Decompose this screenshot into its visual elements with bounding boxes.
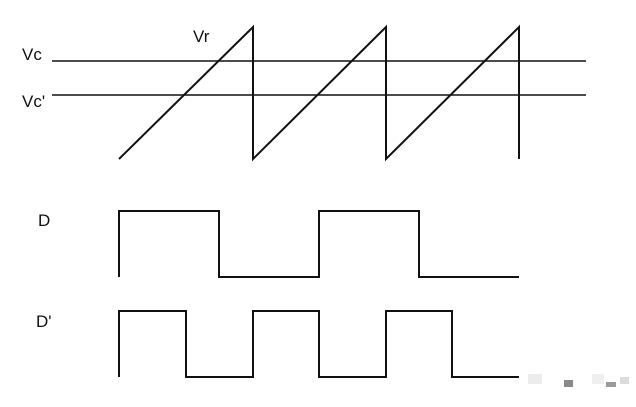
watermark-marks: [528, 374, 629, 387]
d-pulse-waveform: [118, 210, 519, 278]
vr-sawtooth-waveform: [118, 24, 520, 162]
vr-label: Vr: [193, 27, 210, 46]
vc-prime-label: Vc': [22, 92, 45, 111]
d-label: D: [38, 211, 50, 230]
vc-label: Vc: [22, 45, 42, 64]
d-prime-pulse-waveform: [118, 310, 519, 378]
d-prime-label: D': [36, 312, 52, 331]
